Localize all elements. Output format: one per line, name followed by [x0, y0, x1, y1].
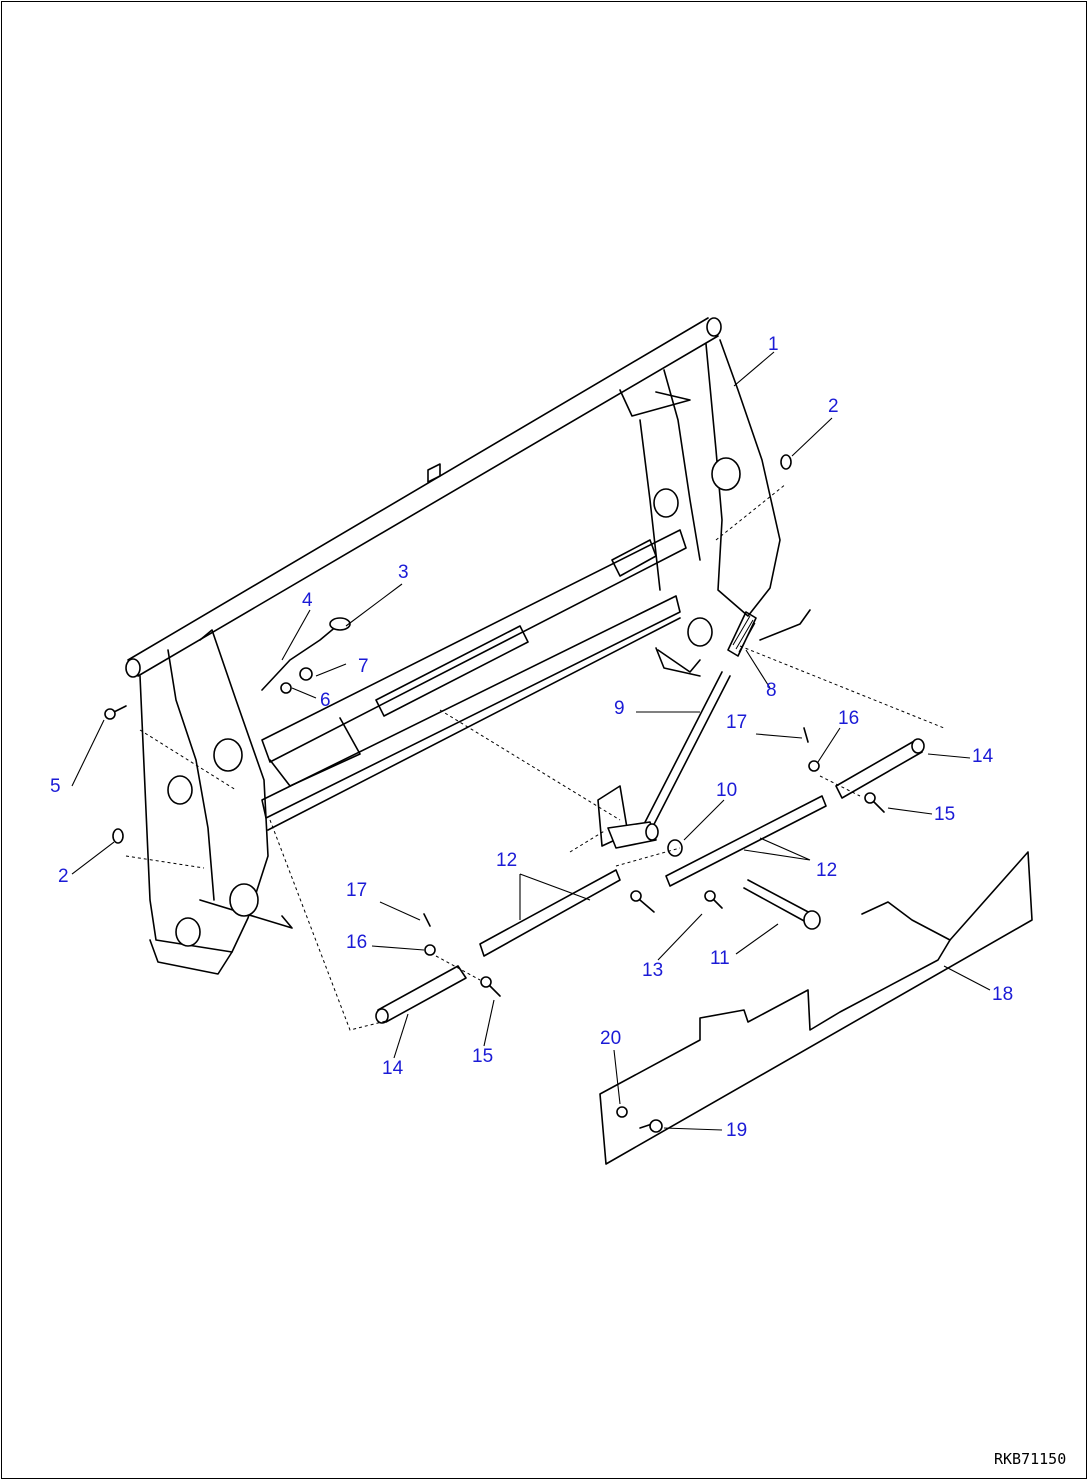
callout-17a: 17: [726, 712, 747, 733]
callout-13: 13: [642, 960, 663, 981]
assembly-lines: [125, 483, 945, 1031]
callout-16a: 16: [838, 708, 859, 729]
callout-10: 10: [716, 780, 737, 801]
pin-and-chain: [104, 454, 792, 844]
callout-6: 6: [320, 690, 331, 711]
drawing-reference-code: RKB71150: [994, 1450, 1066, 1468]
lever-assembly: [375, 611, 925, 1024]
coupler-frame: [125, 317, 811, 975]
callout-14a: 14: [382, 1058, 404, 1079]
callout-19: 19: [726, 1120, 747, 1141]
callout-2a: 2: [828, 396, 839, 417]
callout-14b: 14: [972, 746, 994, 767]
cover-plate: [599, 851, 1033, 1165]
callout-12b: 12: [816, 860, 837, 881]
callout-3: 3: [398, 562, 409, 583]
callout-5: 5: [50, 776, 61, 797]
callout-17b: 17: [346, 880, 367, 901]
callout-15a: 15: [472, 1046, 493, 1067]
callout-9: 9: [614, 698, 625, 719]
callout-15b: 15: [934, 804, 955, 825]
callout-12a: 12: [496, 850, 517, 871]
callout-18: 18: [992, 984, 1013, 1005]
callout-8: 8: [766, 680, 777, 701]
callout-4: 4: [302, 590, 313, 611]
leader-lines: [71, 351, 991, 1131]
callout-20: 20: [600, 1028, 621, 1049]
callout-labels: 1 2 2 3 4 5 6 7 8 9 10 11 12 12 13 14 14…: [50, 334, 1013, 1141]
callout-1: 1: [768, 334, 779, 355]
callout-2b: 2: [58, 866, 69, 887]
callout-7: 7: [358, 656, 369, 677]
callout-11: 11: [710, 948, 730, 969]
callout-16b: 16: [346, 932, 367, 953]
